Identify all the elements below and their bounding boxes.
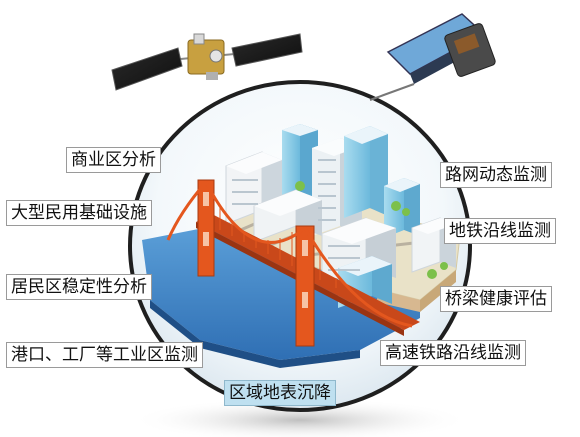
radar-satellite-icon [369,13,496,101]
label-road-network: 路网动态监测 [440,162,552,188]
label-residential-stability: 居民区稳定性分析 [6,274,152,300]
satellite-icon [111,33,303,91]
label-subway: 地铁沿线监测 [444,218,556,244]
bridge-icon [166,179,420,347]
ground-shadow [130,398,470,437]
label-regional-subsidence: 区域地表沉降 [224,380,336,406]
label-bridge-health: 桥梁健康评估 [440,286,552,312]
label-civil-infrastructure: 大型民用基础设施 [6,200,152,226]
label-commercial-analysis: 商业区分析 [66,147,161,173]
label-industrial-monitoring: 港口、工厂等工业区监测 [6,342,203,368]
label-high-speed-railway: 高速铁路沿线监测 [380,340,526,366]
